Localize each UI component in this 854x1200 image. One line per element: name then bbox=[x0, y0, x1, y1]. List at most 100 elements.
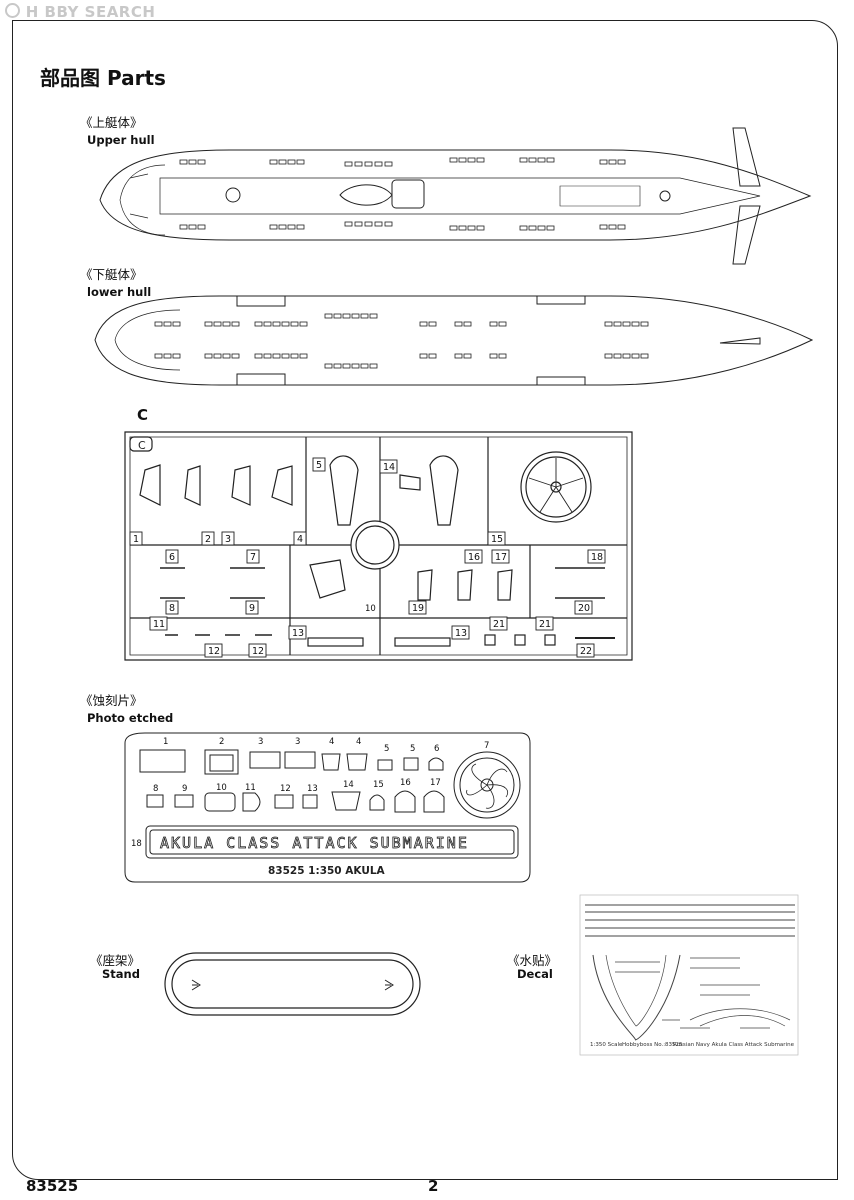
part-number: 22 bbox=[580, 646, 592, 657]
part-number-box bbox=[464, 549, 483, 564]
part-number-box bbox=[204, 643, 223, 658]
part-number: 7 bbox=[484, 741, 489, 751]
part-number: 14 bbox=[343, 780, 354, 790]
part-number-box bbox=[288, 625, 307, 640]
part-number: 8 bbox=[153, 784, 158, 794]
part-number-box bbox=[201, 531, 215, 546]
pe-nameplate-text: AKULA CLASS ATTACK SUBMARINE bbox=[160, 834, 469, 852]
part-number: 10 bbox=[216, 783, 227, 793]
part-number: 1 bbox=[163, 737, 168, 747]
part-number-box bbox=[574, 600, 593, 615]
part-number: 10 bbox=[365, 604, 376, 614]
part-number: 20 bbox=[578, 603, 590, 614]
part-number: 16 bbox=[400, 778, 411, 788]
part-number-box bbox=[451, 625, 470, 640]
pe-fret-caption: 83525 1:350 AKULA bbox=[268, 865, 386, 877]
decal-cn-label: 《水贴》 bbox=[507, 953, 558, 968]
part-number: 5 bbox=[410, 744, 415, 754]
part-number: 9 bbox=[182, 784, 187, 794]
part-number-box bbox=[312, 457, 326, 472]
stand-en-label: Stand bbox=[102, 967, 140, 981]
part-number-box bbox=[165, 549, 179, 564]
part-number-box bbox=[408, 600, 427, 615]
svg-text:Hobbyboss No.:83525: Hobbyboss No.:83525 bbox=[622, 1042, 683, 1048]
part-number-box bbox=[489, 616, 508, 631]
part-number: 17 bbox=[430, 778, 441, 788]
part-number: 6 bbox=[434, 744, 439, 754]
part-number: 15 bbox=[491, 534, 503, 545]
svg-text:C: C bbox=[138, 439, 146, 452]
part-number: 7 bbox=[250, 552, 256, 563]
part-number: 12 bbox=[252, 646, 264, 657]
part-number: 11 bbox=[245, 783, 256, 793]
sprue-c-frame bbox=[124, 431, 633, 661]
lower-hull-cn-label: 《下艇体》 bbox=[80, 267, 143, 282]
svg-text:Russian Navy Akula Class Attac: Russian Navy Akula Class Attack Submarin… bbox=[673, 1042, 795, 1048]
part-number: 14 bbox=[383, 462, 395, 473]
part-number: 21 bbox=[539, 619, 551, 630]
part-number: 17 bbox=[495, 552, 507, 563]
part-number: 4 bbox=[329, 737, 334, 747]
page-title: 部品图 Parts bbox=[40, 66, 166, 90]
part-number: 3 bbox=[295, 737, 300, 747]
photo-etched-fret: AKULA CLASS ATTACK SUBMARINE 83525 1:350… bbox=[124, 732, 531, 883]
stand-drawing bbox=[164, 952, 421, 1016]
part-number-box bbox=[587, 549, 606, 564]
part-number: 6 bbox=[169, 552, 175, 563]
part-number: 4 bbox=[297, 534, 303, 545]
part-number-box bbox=[221, 531, 235, 546]
part-number-box bbox=[576, 643, 595, 658]
part-number-box bbox=[165, 600, 179, 615]
part-number: 4 bbox=[356, 737, 361, 747]
svg-text:1:350 Scale: 1:350 Scale bbox=[590, 1042, 623, 1048]
part-number: 2 bbox=[205, 534, 211, 545]
part-number: 3 bbox=[225, 534, 231, 545]
part-number: 19 bbox=[412, 603, 424, 614]
part-number: 16 bbox=[468, 552, 480, 563]
logo-ring-icon bbox=[5, 3, 20, 18]
part-number-box bbox=[379, 459, 398, 474]
part-number: 1 bbox=[133, 534, 139, 545]
photo-etched-cn-label: 《蚀刻片》 bbox=[80, 693, 143, 708]
lower-hull-en-label: lower hull bbox=[87, 285, 152, 299]
photo-etched-en-label: Photo etched bbox=[87, 711, 174, 725]
decal-sheet: 1:350 Scale Hobbyboss No.:83525 Russian … bbox=[579, 894, 799, 1056]
part-number: 18 bbox=[591, 552, 603, 563]
part-number-box bbox=[149, 616, 168, 631]
sprue-c-corner-tag: C bbox=[138, 439, 146, 452]
stand-cn-label: 《座架》 bbox=[90, 953, 141, 968]
part-number: 9 bbox=[249, 603, 255, 614]
part-number: 3 bbox=[258, 737, 263, 747]
lower-hull-ports bbox=[154, 313, 649, 369]
part-number: 18 bbox=[131, 839, 142, 849]
sprue-c-label: C bbox=[137, 406, 149, 424]
upper-hull-drawing bbox=[99, 127, 812, 265]
part-number-box bbox=[129, 531, 143, 546]
part-number: 13 bbox=[292, 628, 304, 639]
part-number-box bbox=[246, 549, 260, 564]
watermark: H BBY SEARCH bbox=[4, 3, 155, 21]
part-number-box bbox=[487, 531, 506, 546]
part-number: 8 bbox=[169, 603, 175, 614]
upper-hull-en-label: Upper hull bbox=[87, 133, 155, 147]
part-number-box bbox=[245, 600, 259, 615]
upper-hull-ports bbox=[179, 157, 626, 231]
part-number: 13 bbox=[307, 784, 318, 794]
upper-hull-cn-label: 《上艇体》 bbox=[80, 115, 143, 130]
footer-product-code: 83525 bbox=[26, 1177, 79, 1195]
part-number-box bbox=[248, 643, 267, 658]
decal-en-label: Decal bbox=[517, 967, 553, 981]
part-number: 15 bbox=[373, 780, 384, 790]
part-number: 5 bbox=[316, 460, 322, 471]
part-number-box bbox=[293, 531, 307, 546]
page-frame bbox=[12, 20, 838, 1180]
footer-page-number: 2 bbox=[428, 1177, 439, 1195]
part-number: 2 bbox=[219, 737, 224, 747]
part-number-box bbox=[491, 549, 510, 564]
part-number: 13 bbox=[455, 628, 467, 639]
part-number: 21 bbox=[493, 619, 505, 630]
part-number-box bbox=[535, 616, 554, 631]
